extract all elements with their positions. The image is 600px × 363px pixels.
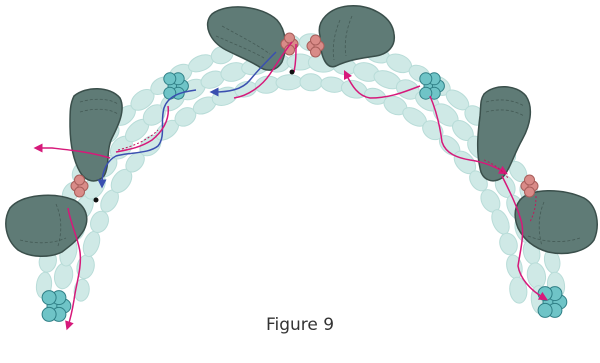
arch-cell [300, 73, 323, 91]
pink-cluster-top-right-bead [311, 35, 321, 45]
teal-cluster-top-left-bead [164, 87, 176, 99]
teal-cluster-top-left-bead [164, 73, 176, 85]
pink-cluster-left-bead [75, 187, 85, 197]
pink-cluster-left-bead [75, 175, 85, 185]
pink-cluster-right-bead [525, 175, 535, 185]
arch-cell [508, 276, 528, 304]
junction-dot-top [290, 70, 295, 75]
pink-cluster-right-bead [525, 187, 535, 197]
teal-cluster-bottom-right-bead [538, 287, 552, 301]
figure-caption: Figure 9 [0, 315, 600, 335]
pink-cluster-top-right-bead [311, 47, 321, 57]
teal-cluster-top-right-bead [420, 73, 432, 85]
arch-cell [276, 74, 303, 90]
junction-dot-left [94, 198, 99, 203]
arch-cell [497, 231, 520, 257]
pink-cluster-top-left-bead [285, 33, 295, 43]
teal-cluster-bottom-left-bead [42, 291, 56, 305]
